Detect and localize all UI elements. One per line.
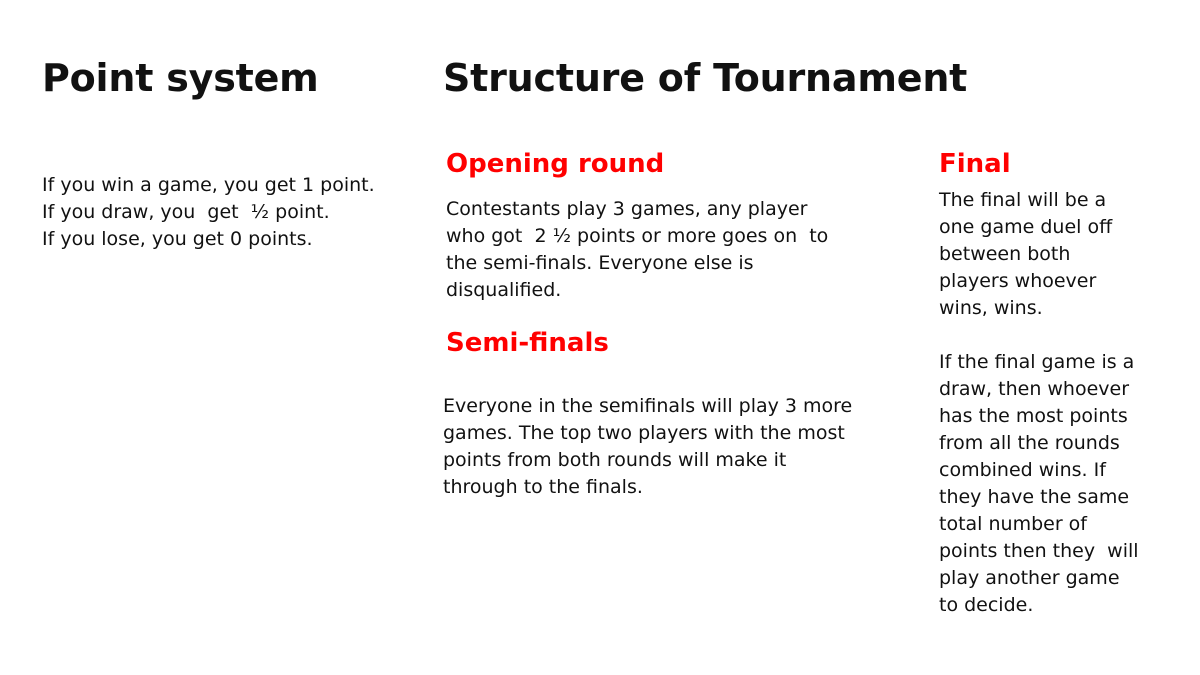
semi-finals-heading: Semi-finals [446, 328, 609, 358]
semi-finals-line: Everyone in the semifinals will play 3 m… [443, 395, 853, 417]
opening-round-line: the semi-finals. Everyone else is [446, 252, 754, 274]
final-line: play another game [939, 567, 1120, 589]
final-text: The final will be a one game duel off be… [939, 187, 1179, 619]
point-system-title: Point system [42, 56, 319, 100]
opening-round-line: Contestants play 3 games, any player [446, 198, 808, 220]
opening-round-heading: Opening round [446, 149, 665, 179]
point-system-text: If you win a game, you get 1 point. If y… [42, 172, 402, 253]
final-line: draw, then whoever [939, 378, 1130, 400]
final-line: to decide. [939, 594, 1034, 616]
semi-finals-line: games. The top two players with the most [443, 422, 845, 444]
semi-finals-line: points from both rounds will make it [443, 449, 787, 471]
point-rule-draw: If you draw, you get ½ point. [42, 201, 330, 223]
final-line: from all the rounds [939, 432, 1120, 454]
final-line: If the final game is a [939, 351, 1135, 373]
structure-title: Structure of Tournament [443, 56, 968, 100]
point-rule-lose: If you lose, you get 0 points. [42, 228, 313, 250]
final-line: combined wins. If [939, 459, 1106, 481]
point-rule-win: If you win a game, you get 1 point. [42, 174, 375, 196]
final-line: players whoever [939, 270, 1097, 292]
final-line: has the most points [939, 405, 1128, 427]
opening-round-line: who got 2 ½ points or more goes on to [446, 225, 829, 247]
final-line: one game duel off [939, 216, 1113, 238]
semi-finals-line: through to the finals. [443, 476, 643, 498]
final-line: wins, wins. [939, 297, 1043, 319]
paragraph-gap [939, 322, 1179, 349]
semi-finals-text: Everyone in the semifinals will play 3 m… [443, 393, 873, 501]
final-line: total number of [939, 513, 1087, 535]
final-line: The final will be a [939, 189, 1107, 211]
opening-round-text: Contestants play 3 games, any player who… [446, 196, 866, 304]
final-line: they have the same [939, 486, 1130, 508]
final-line: between both [939, 243, 1071, 265]
final-line: points then they will [939, 540, 1139, 562]
opening-round-line: disqualified. [446, 279, 562, 301]
final-heading: Final [939, 149, 1011, 179]
